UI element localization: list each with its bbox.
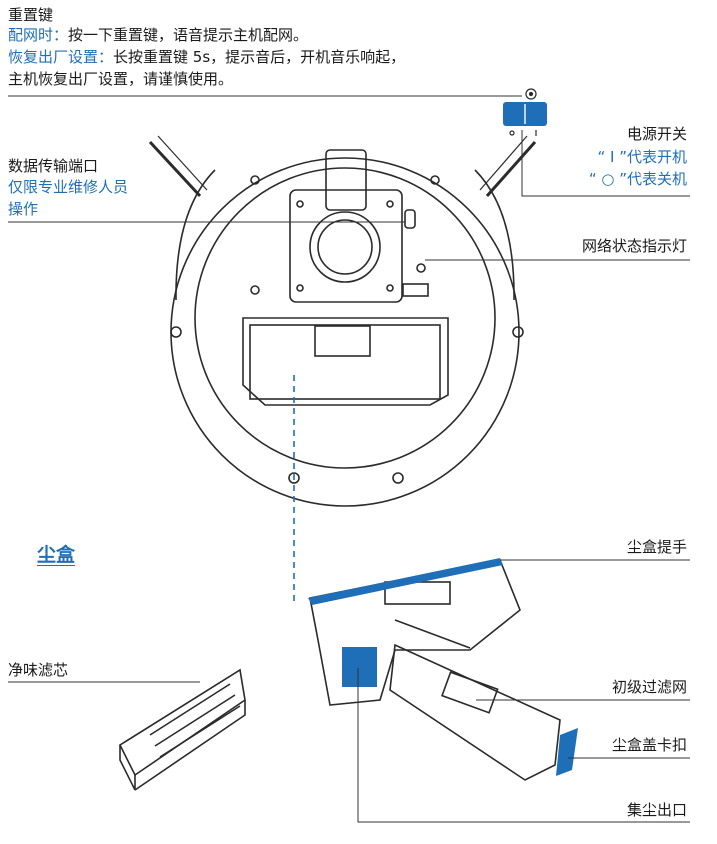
reset-pair-label: 配网时： (8, 26, 69, 44)
data-port-note-1: 仅限专业维修人员 (8, 178, 129, 196)
label-primary-filter: 初级过滤网 (611, 678, 687, 696)
data-port-shape (404, 209, 416, 229)
bumper-right (474, 169, 515, 301)
clip-blue (556, 728, 578, 776)
reset-factory-text-1: 长按重置键 5s，提示音后，开机音乐响起， (113, 48, 406, 66)
power-switch-title: 电源开关 (626, 125, 687, 143)
dustbin-bay (242, 317, 449, 406)
reset-factory-label: 恢复出厂设置： (8, 48, 114, 66)
label-dustbox-handle: 尘盒提手 (626, 538, 687, 556)
dustbox-lid (389, 643, 561, 781)
reset-title: 重置键 (8, 6, 54, 24)
outlet-blue-patch (342, 647, 377, 687)
wheel-housing (309, 211, 381, 283)
reset-factory-text-2: 主机恢复出厂设置，请谨慎使用。 (8, 70, 234, 88)
top-handle (325, 149, 367, 211)
dustbox-section-title: 尘盒 (37, 544, 76, 566)
reset-pair-line: 配网时：按一下重置键，语音提示主机配网。 (8, 25, 308, 45)
handle-blue-strip (308, 558, 503, 605)
robot-inner-ring (194, 167, 496, 469)
reset-factory-line: 恢复出厂设置：长按重置键 5s，提示音后，开机音乐响起， (8, 47, 405, 67)
label-lid-clip: 尘盒盖卡扣 (611, 736, 687, 754)
network-light-title: 网络状态指示灯 (581, 237, 687, 255)
data-port-note-2: 操作 (8, 200, 39, 218)
power-switch-off: “ ○ ”代表关机 (588, 170, 687, 188)
data-port-title: 数据传输端口 (8, 157, 99, 175)
reset-pair-text: 按一下重置键，语音提示主机配网。 (68, 26, 309, 44)
power-switch-on: “ I ”代表开机 (597, 148, 687, 166)
label-outlet: 集尘出口 (626, 801, 687, 819)
label-filter: 净味滤芯 (8, 661, 69, 679)
